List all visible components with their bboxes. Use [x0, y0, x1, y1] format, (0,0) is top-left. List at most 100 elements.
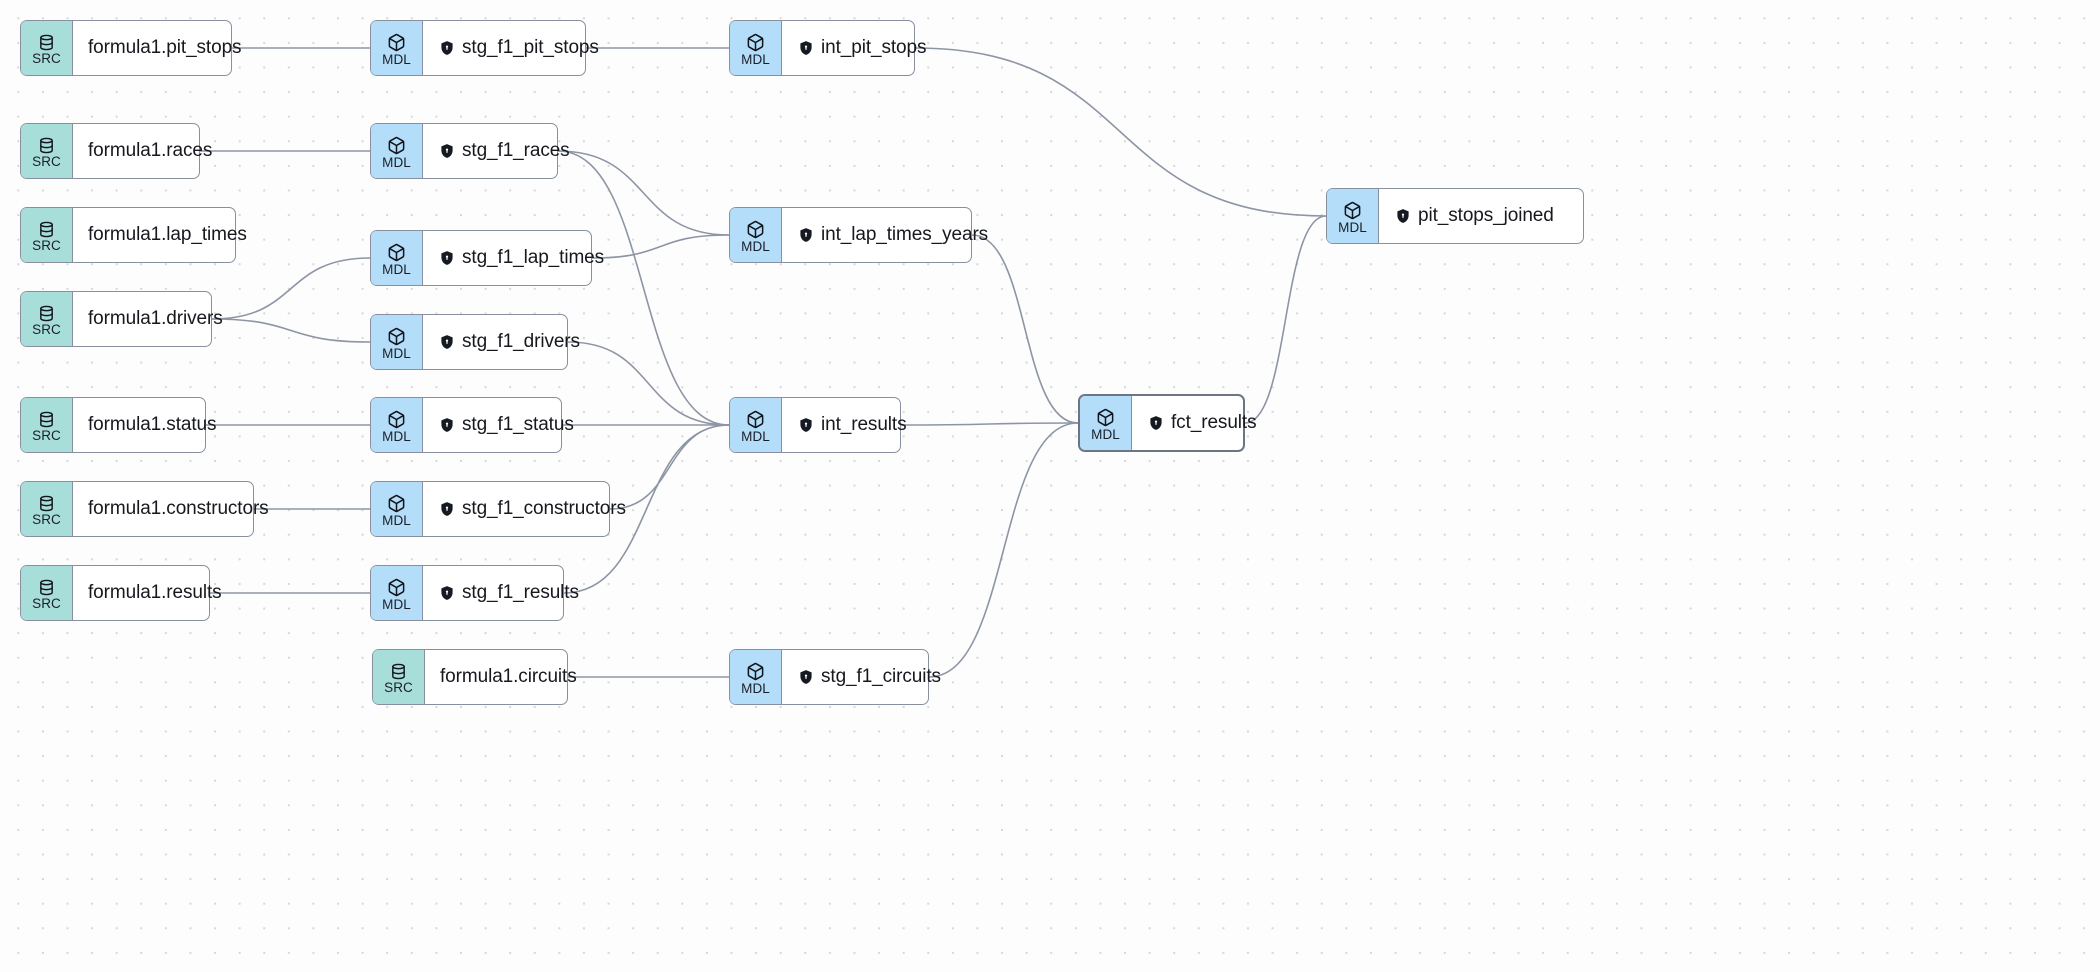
node-body: int_pit_stops: [782, 21, 943, 75]
model-type-badge: MDL: [1080, 396, 1132, 450]
node-label: formula1.constructors: [88, 498, 269, 519]
node-label: stg_f1_results: [462, 582, 579, 603]
badge-label: MDL: [382, 154, 411, 170]
shield-icon: [439, 334, 454, 350]
graph-node-src_results[interactable]: SRC formula1.results: [20, 565, 222, 621]
badge-label: MDL: [741, 680, 770, 696]
model-type-badge: MDL: [371, 21, 423, 75]
node-label: stg_f1_lap_times: [462, 247, 605, 268]
node-label: stg_f1_circuits: [821, 666, 941, 687]
graph-edge: [928, 422, 1079, 678]
node-body: stg_f1_drivers: [423, 315, 597, 369]
shield-icon: [439, 501, 454, 517]
node-label: stg_f1_pit_stops: [462, 37, 599, 58]
source-type-badge: SRC: [21, 398, 73, 452]
graph-node-src_circuits[interactable]: SRC formula1.circuits: [372, 649, 577, 705]
node-label: formula1.circuits: [440, 666, 577, 687]
cube-icon: [387, 136, 406, 155]
model-type-badge: MDL: [730, 208, 782, 262]
shield-icon: [798, 669, 813, 685]
node-label: formula1.results: [88, 582, 222, 603]
graph-node-int_results[interactable]: MDL int_results: [729, 397, 907, 453]
node-label: int_results: [821, 414, 907, 435]
graph-node-stg_results[interactable]: MDL stg_f1_results: [370, 565, 579, 621]
database-icon: [38, 34, 55, 51]
shield-icon: [1148, 415, 1163, 431]
source-type-badge: SRC: [21, 124, 73, 178]
model-type-badge: MDL: [371, 231, 423, 285]
cube-icon: [1343, 201, 1362, 220]
badge-label: MDL: [382, 428, 411, 444]
cube-icon: [746, 33, 765, 52]
graph-node-stg_pit_stops[interactable]: MDL stg_f1_pit_stops: [370, 20, 599, 76]
model-type-badge: MDL: [371, 398, 423, 452]
badge-label: MDL: [382, 261, 411, 277]
node-body: formula1.status: [73, 398, 233, 452]
source-type-badge: SRC: [21, 566, 73, 620]
graph-edge: [971, 234, 1079, 424]
node-body: stg_f1_circuits: [782, 650, 958, 704]
model-type-badge: MDL: [730, 21, 782, 75]
node-body: pit_stops_joined: [1379, 189, 1583, 243]
source-type-badge: SRC: [373, 650, 425, 704]
graph-node-src_races[interactable]: SRC formula1.races: [20, 123, 212, 179]
badge-label: SRC: [32, 595, 61, 611]
graph-node-stg_lap_times[interactable]: MDL stg_f1_lap_times: [370, 230, 604, 286]
model-type-badge: MDL: [371, 482, 423, 536]
cube-icon: [387, 243, 406, 262]
node-label: formula1.races: [88, 140, 213, 161]
graph-node-fct_results[interactable]: MDL fct_results: [1078, 394, 1257, 452]
graph-edge: [914, 47, 1327, 217]
node-body: formula1.circuits: [425, 650, 594, 704]
shield-icon: [439, 40, 454, 56]
graph-edge: [557, 150, 730, 426]
node-body: stg_f1_results: [423, 566, 596, 620]
shield-icon: [798, 40, 813, 56]
node-label: formula1.drivers: [88, 308, 223, 329]
shield-icon: [798, 417, 813, 433]
badge-label: MDL: [741, 428, 770, 444]
cube-icon: [387, 578, 406, 597]
node-body: stg_f1_status: [423, 398, 591, 452]
model-type-badge: MDL: [730, 650, 782, 704]
node-label: int_pit_stops: [821, 37, 927, 58]
cube-icon: [746, 410, 765, 429]
graph-node-int_lap_times_years[interactable]: MDL int_lap_times_years: [729, 207, 988, 263]
database-icon: [38, 221, 55, 238]
node-body: formula1.pit_stops: [73, 21, 258, 75]
node-label: stg_f1_status: [462, 414, 574, 435]
graph-node-pit_stops_joined[interactable]: MDL pit_stops_joined: [1326, 188, 1584, 244]
node-label: int_lap_times_years: [821, 224, 989, 245]
shield-icon: [798, 227, 813, 243]
graph-node-stg_constructors[interactable]: MDL stg_f1_constructors: [370, 481, 626, 537]
badge-label: MDL: [1091, 426, 1120, 442]
node-body: formula1.lap_times: [73, 208, 264, 262]
cube-icon: [387, 33, 406, 52]
graph-node-stg_circuits[interactable]: MDL stg_f1_circuits: [729, 649, 941, 705]
node-label: pit_stops_joined: [1418, 205, 1554, 226]
node-label: stg_f1_constructors: [462, 498, 626, 519]
badge-label: SRC: [32, 237, 61, 253]
cube-icon: [387, 494, 406, 513]
shield-icon: [439, 143, 454, 159]
badge-label: MDL: [382, 345, 411, 361]
model-type-badge: MDL: [1327, 189, 1379, 243]
node-label: fct_results: [1171, 412, 1257, 433]
badge-label: MDL: [382, 596, 411, 612]
source-type-badge: SRC: [21, 21, 73, 75]
badge-label: MDL: [1338, 219, 1367, 235]
badge-label: SRC: [32, 50, 61, 66]
database-icon: [38, 495, 55, 512]
graph-node-int_pit_stops[interactable]: MDL int_pit_stops: [729, 20, 926, 76]
graph-node-stg_status[interactable]: MDL stg_f1_status: [370, 397, 574, 453]
model-type-badge: MDL: [371, 124, 423, 178]
